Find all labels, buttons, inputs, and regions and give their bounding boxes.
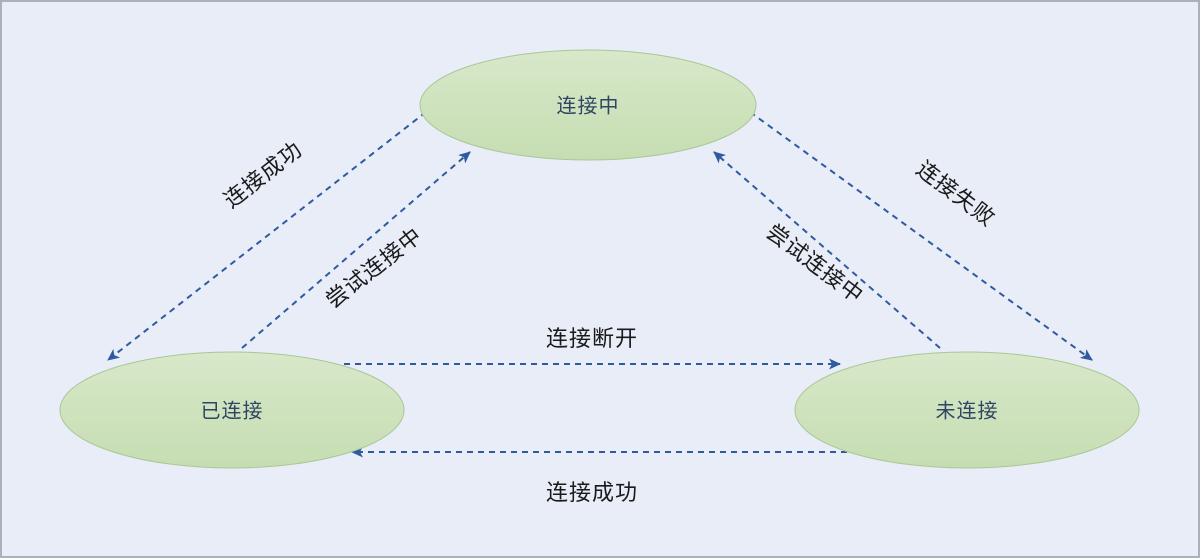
node-connecting-shape xyxy=(419,49,757,161)
node-disconnected-shape xyxy=(794,351,1140,469)
edge-label-connect-success-bottom: 连接成功 xyxy=(546,480,638,505)
edge-connect-success-left xyxy=(107,111,427,361)
node-connected-shape xyxy=(59,351,405,469)
edge-label-connect-fail-right: 连接失败 xyxy=(912,156,1001,231)
node-connecting: 连接中 xyxy=(419,49,757,161)
node-connected-label: 已连接 xyxy=(201,399,264,422)
edge-try-connecting-left xyxy=(241,151,471,349)
node-disconnected-label: 未连接 xyxy=(936,399,999,422)
edge-label-disconnect-middle: 连接断开 xyxy=(546,326,638,351)
node-disconnected: 未连接 xyxy=(794,351,1140,469)
edge-connect-fail-right xyxy=(749,111,1093,361)
edge-label-connect-success-left: 连接成功 xyxy=(219,136,307,212)
node-connecting-label: 连接中 xyxy=(557,94,620,117)
edge-try-connecting-right xyxy=(713,151,941,349)
edge-label-try-connecting-right: 尝试连接中 xyxy=(762,219,869,308)
node-connected: 已连接 xyxy=(59,351,405,469)
